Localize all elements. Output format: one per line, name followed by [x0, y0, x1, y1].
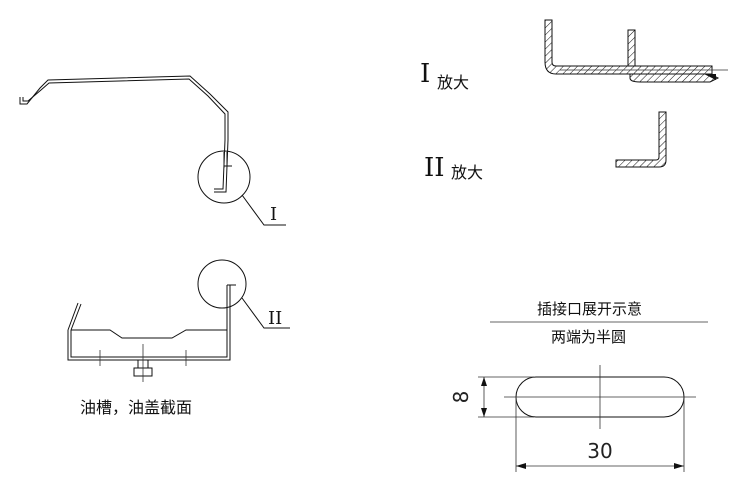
detail-circle-2	[197, 259, 247, 309]
callout-label-2: II	[268, 308, 282, 329]
oil-trough-section	[67, 284, 236, 382]
leader-line-1	[241, 194, 286, 226]
section-caption: 油槽，油盖截面	[80, 398, 192, 417]
oil-cover-profile	[19, 75, 232, 193]
slot-note: 两端为半圆	[551, 328, 626, 346]
detail-1-drawing	[544, 19, 728, 83]
slot-outline	[504, 365, 696, 429]
leader-line-2	[241, 297, 290, 329]
detail-2-drawing	[615, 111, 667, 168]
dimension-length	[515, 397, 685, 472]
slot-title: 插接口展开示意	[537, 300, 642, 318]
dimension-width-label: 8	[449, 391, 473, 404]
detail-1-title: 放大	[437, 73, 469, 92]
detail-2-title: 放大	[451, 163, 483, 182]
detail-2-roman: II	[424, 153, 445, 183]
detail-circle-1	[197, 150, 251, 204]
detail-1-roman: I	[420, 59, 430, 89]
dimension-length-label: 30	[587, 439, 612, 463]
callout-label-1: I	[270, 204, 277, 225]
dimension-width	[478, 376, 534, 418]
